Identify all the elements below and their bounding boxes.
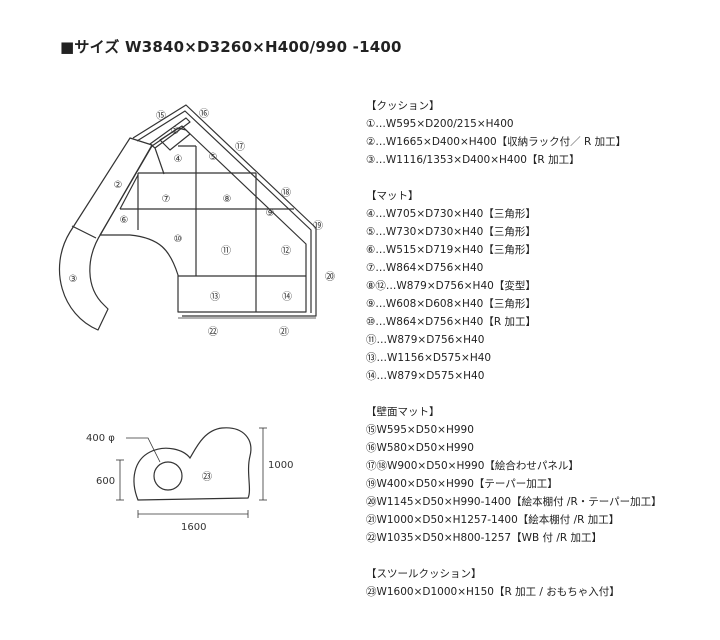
plan-number-14: ⑭: [282, 291, 292, 303]
spec-section-stool: 【スツールクッション】 ㉓W1600×D1000×H150【R 加工 / おもち…: [366, 565, 716, 601]
spec-item: ⑯W580×D50×H990: [366, 442, 474, 454]
plan-number-9: ⑨: [266, 208, 275, 219]
spec-section-wall-mat: 【壁面マット】 ⑮W595×D50×H990 ⑯W580×D50×H990 ⑰⑱…: [366, 403, 716, 547]
plan-number-3: ③: [69, 274, 78, 285]
spec-item: ㉓W1600×D1000×H150【R 加工 / おもちゃ入付】: [366, 586, 620, 598]
spec-item: ⑳W1145×D50×H990-1400【絵本棚付 /R・テーパー加工】: [366, 496, 662, 508]
spec-item: ⑦…W864×D756×H40: [366, 262, 484, 274]
plan-number-19: ⑲: [313, 220, 323, 232]
spec-item: ⑤…W730×D730×H40【三角形】: [366, 226, 536, 238]
spec-item: ⑥…W515×D719×H40【三角形】: [366, 244, 536, 256]
plan-number-10: ⑩: [174, 234, 183, 245]
spec-section-mat: 【マット】 ④…W705×D730×H40【三角形】 ⑤…W730×D730×H…: [366, 187, 716, 385]
spec-item: ④…W705×D730×H40【三角形】: [366, 208, 536, 220]
plan-number-17: ⑰: [235, 141, 245, 153]
cushion-1: [159, 125, 191, 151]
plan-number-5: ⑤: [209, 152, 218, 163]
page-title: ■サイズ W3840×D3260×H400/990 -1400: [60, 38, 402, 56]
plan-number-15: ⑮: [156, 110, 166, 122]
plan-number-12: ⑫: [281, 245, 291, 257]
mat-line-i: [154, 147, 165, 175]
spec-heading-wall-mat: 【壁面マット】: [366, 406, 440, 418]
spec-item: ⑪…W879×D756×H40: [366, 334, 485, 346]
spec-item: ③…W1116/1353×D400×H400【R 加工】: [366, 154, 580, 166]
stool-height-large: 1000: [268, 460, 293, 471]
stool-hole: [153, 461, 183, 491]
cushion-divider: [71, 225, 97, 239]
stool-outline: [133, 427, 252, 501]
plan-number-11: ⑪: [221, 245, 231, 257]
outer-wall-inner: [136, 110, 312, 313]
spec-item: ⑭…W879×D575×H40: [366, 370, 485, 382]
plan-number-18: ⑱: [281, 187, 291, 199]
spec-item: ①…W595×D200/215×H400: [366, 118, 514, 130]
spec-item: ⑲W400×D50×H990【テーパー加工】: [366, 478, 558, 490]
outer-wall-outline: [132, 104, 317, 317]
spec-item: ⑧⑫…W879×D756×H40【変型】: [366, 280, 536, 292]
plan-number-20: ⑳: [325, 271, 335, 283]
mat-line-h: [119, 174, 139, 210]
plan-number-8: ⑧: [223, 194, 232, 205]
stool-hole-label: 400 φ: [86, 433, 115, 444]
stool-width: 1600: [181, 522, 206, 533]
plan-number-1: ①: [171, 126, 180, 137]
spec-heading-cushion: 【クッション】: [366, 100, 440, 112]
spec-item: ⑬…W1156×D575×H40: [366, 352, 492, 364]
spec-section-cushion: 【クッション】 ①…W595×D200/215×H400 ②…W1665×D40…: [366, 97, 716, 169]
spec-item: ㉑W1000×D50×H1257-1400【絵本棚付 /R 加工】: [366, 514, 620, 526]
plan-number-21: ㉑: [279, 326, 289, 338]
plan-number-6: ⑥: [120, 215, 129, 226]
stool-height-small: 600: [96, 476, 115, 487]
cushion-outline: [58, 137, 153, 331]
spec-item: ⑩…W864×D756×H40【R 加工】: [366, 316, 536, 328]
spec-item: ㉒W1035×D50×H800-1257【WB 付 /R 加工】: [366, 532, 603, 544]
spec-item: ⑨…W608×D608×H40【三角形】: [366, 298, 536, 310]
spec-heading-mat: 【マット】: [366, 190, 419, 202]
plan-number-16: ⑯: [199, 108, 209, 120]
spec-item: ②…W1665×D400×H400【収納ラック付／ R 加工】: [366, 136, 627, 148]
spec-list: 【クッション】 ①…W595×D200/215×H400 ②…W1665×D40…: [366, 97, 716, 619]
plan-number-7: ⑦: [162, 194, 171, 205]
mat-region: [99, 127, 307, 313]
spec-heading-stool: 【スツールクッション】: [366, 568, 482, 580]
spec-item: ⑮W595×D50×H990: [366, 424, 474, 436]
spec-item: ⑰⑱W900×D50×H990【絵合わせパネル】: [366, 460, 579, 472]
plan-number-22: ㉒: [208, 326, 218, 338]
plan-number-4: ④: [174, 154, 183, 165]
plan-number-13: ⑬: [210, 291, 220, 303]
wall-panel-15: [149, 117, 191, 149]
plan-number-2: ②: [114, 180, 123, 191]
stool-number: ㉓: [202, 471, 212, 483]
